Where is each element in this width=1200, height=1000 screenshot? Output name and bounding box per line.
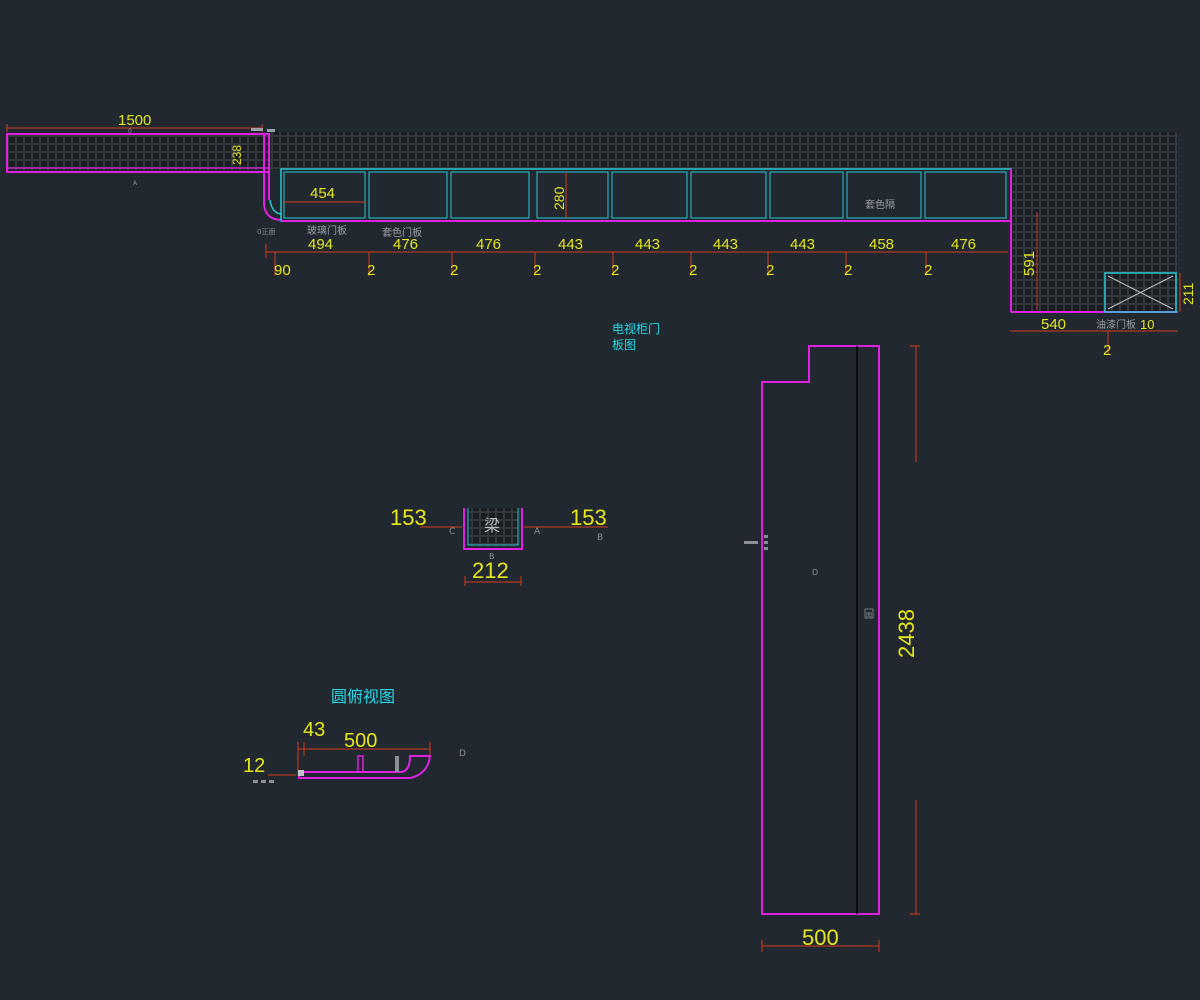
beam-tag-c: C	[449, 527, 455, 537]
beam-right-dim: 153	[570, 505, 607, 530]
wall-hatch-right	[1010, 168, 1178, 313]
label-front: 0正面	[257, 228, 275, 236]
top-elevation: 1500 238 0 A 454 280 玻璃门板 套色门板	[6, 112, 1196, 359]
left-cabinet-hatch	[8, 135, 268, 170]
span-dim: 476	[393, 236, 418, 253]
right-box	[1104, 272, 1177, 313]
tall-panel: 2438 500 D 图	[744, 345, 920, 952]
span-dim: 458	[869, 236, 894, 253]
dim-left-width: 1500	[118, 112, 151, 129]
gap-dim: 2	[689, 262, 697, 279]
dim-door-454: 454	[310, 185, 335, 202]
marker-a: A	[133, 180, 138, 187]
dim-right-tail: 10	[1140, 317, 1154, 332]
gap-dimensions: 90 2 2 2 2 2 2 2 2	[274, 252, 932, 279]
round-dim-12: 12	[243, 755, 265, 777]
beam-tag-b: B	[489, 552, 495, 561]
beam-label: 梁	[484, 516, 500, 535]
tv-title-line1: 电视柜门	[612, 321, 660, 336]
span-dim: 443	[713, 236, 738, 253]
gap-dim: 2	[766, 262, 774, 279]
dim-right-gap: 2	[1103, 342, 1111, 359]
span-dim: 476	[951, 236, 976, 253]
panel-height-dim: 2438	[894, 609, 919, 658]
gap-dim: 2	[367, 262, 375, 279]
label-color-partition: 套色隔	[865, 198, 895, 211]
gap-dim: 2	[611, 262, 619, 279]
panel-tag-center: 图	[866, 612, 872, 619]
gap-dim: 2	[533, 262, 541, 279]
round-tag-d: D	[459, 749, 466, 759]
beam-left-dim: 153	[390, 505, 427, 530]
beam-tag-b-right: B	[597, 533, 603, 543]
gap-dim: 2	[924, 262, 932, 279]
marker-zero: 0	[128, 128, 132, 135]
dim-right-height: 591	[1021, 251, 1038, 276]
beam-tag-a: A	[534, 527, 541, 537]
panel-width-dim: 500	[802, 925, 839, 950]
label-right-door: 油漆门板	[1096, 318, 1136, 331]
beam-width-dim: 212	[472, 558, 509, 583]
dim-right-box-height: 211	[1180, 282, 1196, 305]
dim-right-width: 540	[1041, 316, 1066, 333]
round-dim-43: 43	[303, 719, 325, 741]
gap-dim-90: 90	[274, 262, 291, 279]
round-top-title: 圆俯视图	[331, 687, 395, 706]
gap-dim: 2	[450, 262, 458, 279]
span-dimensions: 494 476 476 443 443 443 443 458 476	[308, 236, 976, 253]
span-dim: 443	[790, 236, 815, 253]
label-glass-door: 玻璃门板	[307, 224, 347, 237]
span-dim: 494	[308, 236, 333, 253]
beam-hatch	[468, 508, 520, 546]
round-top-view: 圆俯视图 43 500 12 D	[243, 687, 466, 783]
panel-tag-d: D	[812, 568, 818, 577]
tv-title-line2: 板图	[612, 338, 636, 352]
span-dim: 476	[476, 236, 501, 253]
span-dim: 443	[635, 236, 660, 253]
round-dim-500: 500	[344, 730, 377, 752]
beam-section: 梁 153 153 212 C A B B	[390, 505, 608, 586]
tall-panel-outline	[761, 345, 880, 915]
wall-hatch-top	[268, 132, 1178, 170]
gap-dim: 2	[844, 262, 852, 279]
door-panels	[280, 168, 1012, 222]
dim-left-height: 238	[230, 145, 244, 165]
span-dim: 443	[558, 236, 583, 253]
dim-height-280: 280	[551, 186, 567, 210]
label-color-door: 套色门板	[382, 226, 422, 239]
